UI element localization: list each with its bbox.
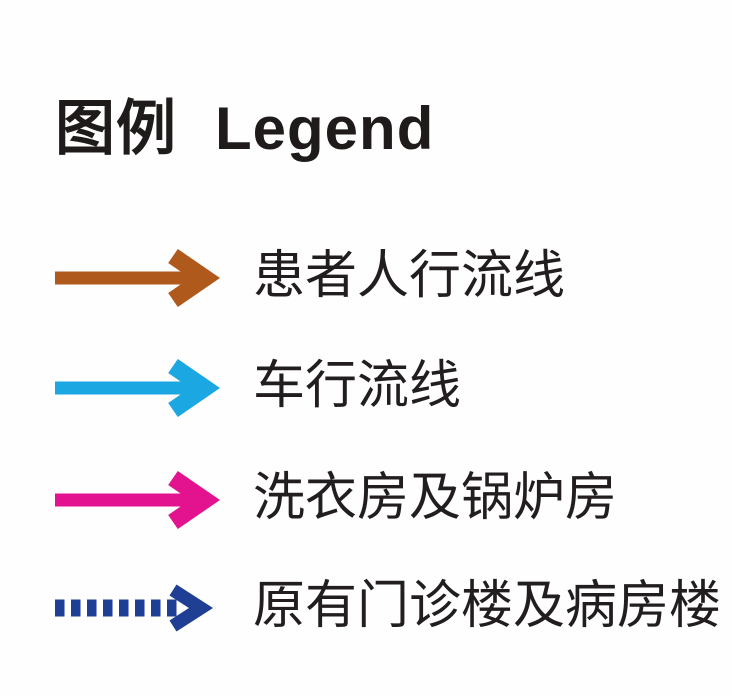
legend-label-patient-flow: 患者人行流线 bbox=[253, 246, 566, 305]
legend-label-existing-buildings: 原有门诊楼及病房楼 bbox=[253, 576, 722, 635]
page-title-en: Legend bbox=[215, 95, 435, 162]
laundry-boiler-arrow-icon bbox=[55, 470, 221, 530]
legend-item-vehicle-flow: 车行流线 bbox=[0, 348, 732, 428]
legend-item-patient-flow: 患者人行流线 bbox=[0, 238, 732, 318]
legend-label-laundry-boiler: 洗衣房及锅炉房 bbox=[253, 468, 618, 527]
legend-item-existing-buildings: 原有门诊楼及病房楼 bbox=[0, 568, 732, 648]
page-title-zh: 图例 bbox=[55, 95, 177, 162]
legend-item-laundry-boiler: 洗衣房及锅炉房 bbox=[0, 460, 732, 540]
existing-buildings-dashed-arrow-icon bbox=[55, 584, 214, 632]
patient-flow-arrow-icon bbox=[55, 248, 221, 308]
legend-label-vehicle-flow: 车行流线 bbox=[253, 356, 462, 415]
vehicle-flow-arrow-icon bbox=[55, 358, 221, 418]
page-title: 图例 Legend bbox=[55, 96, 434, 162]
